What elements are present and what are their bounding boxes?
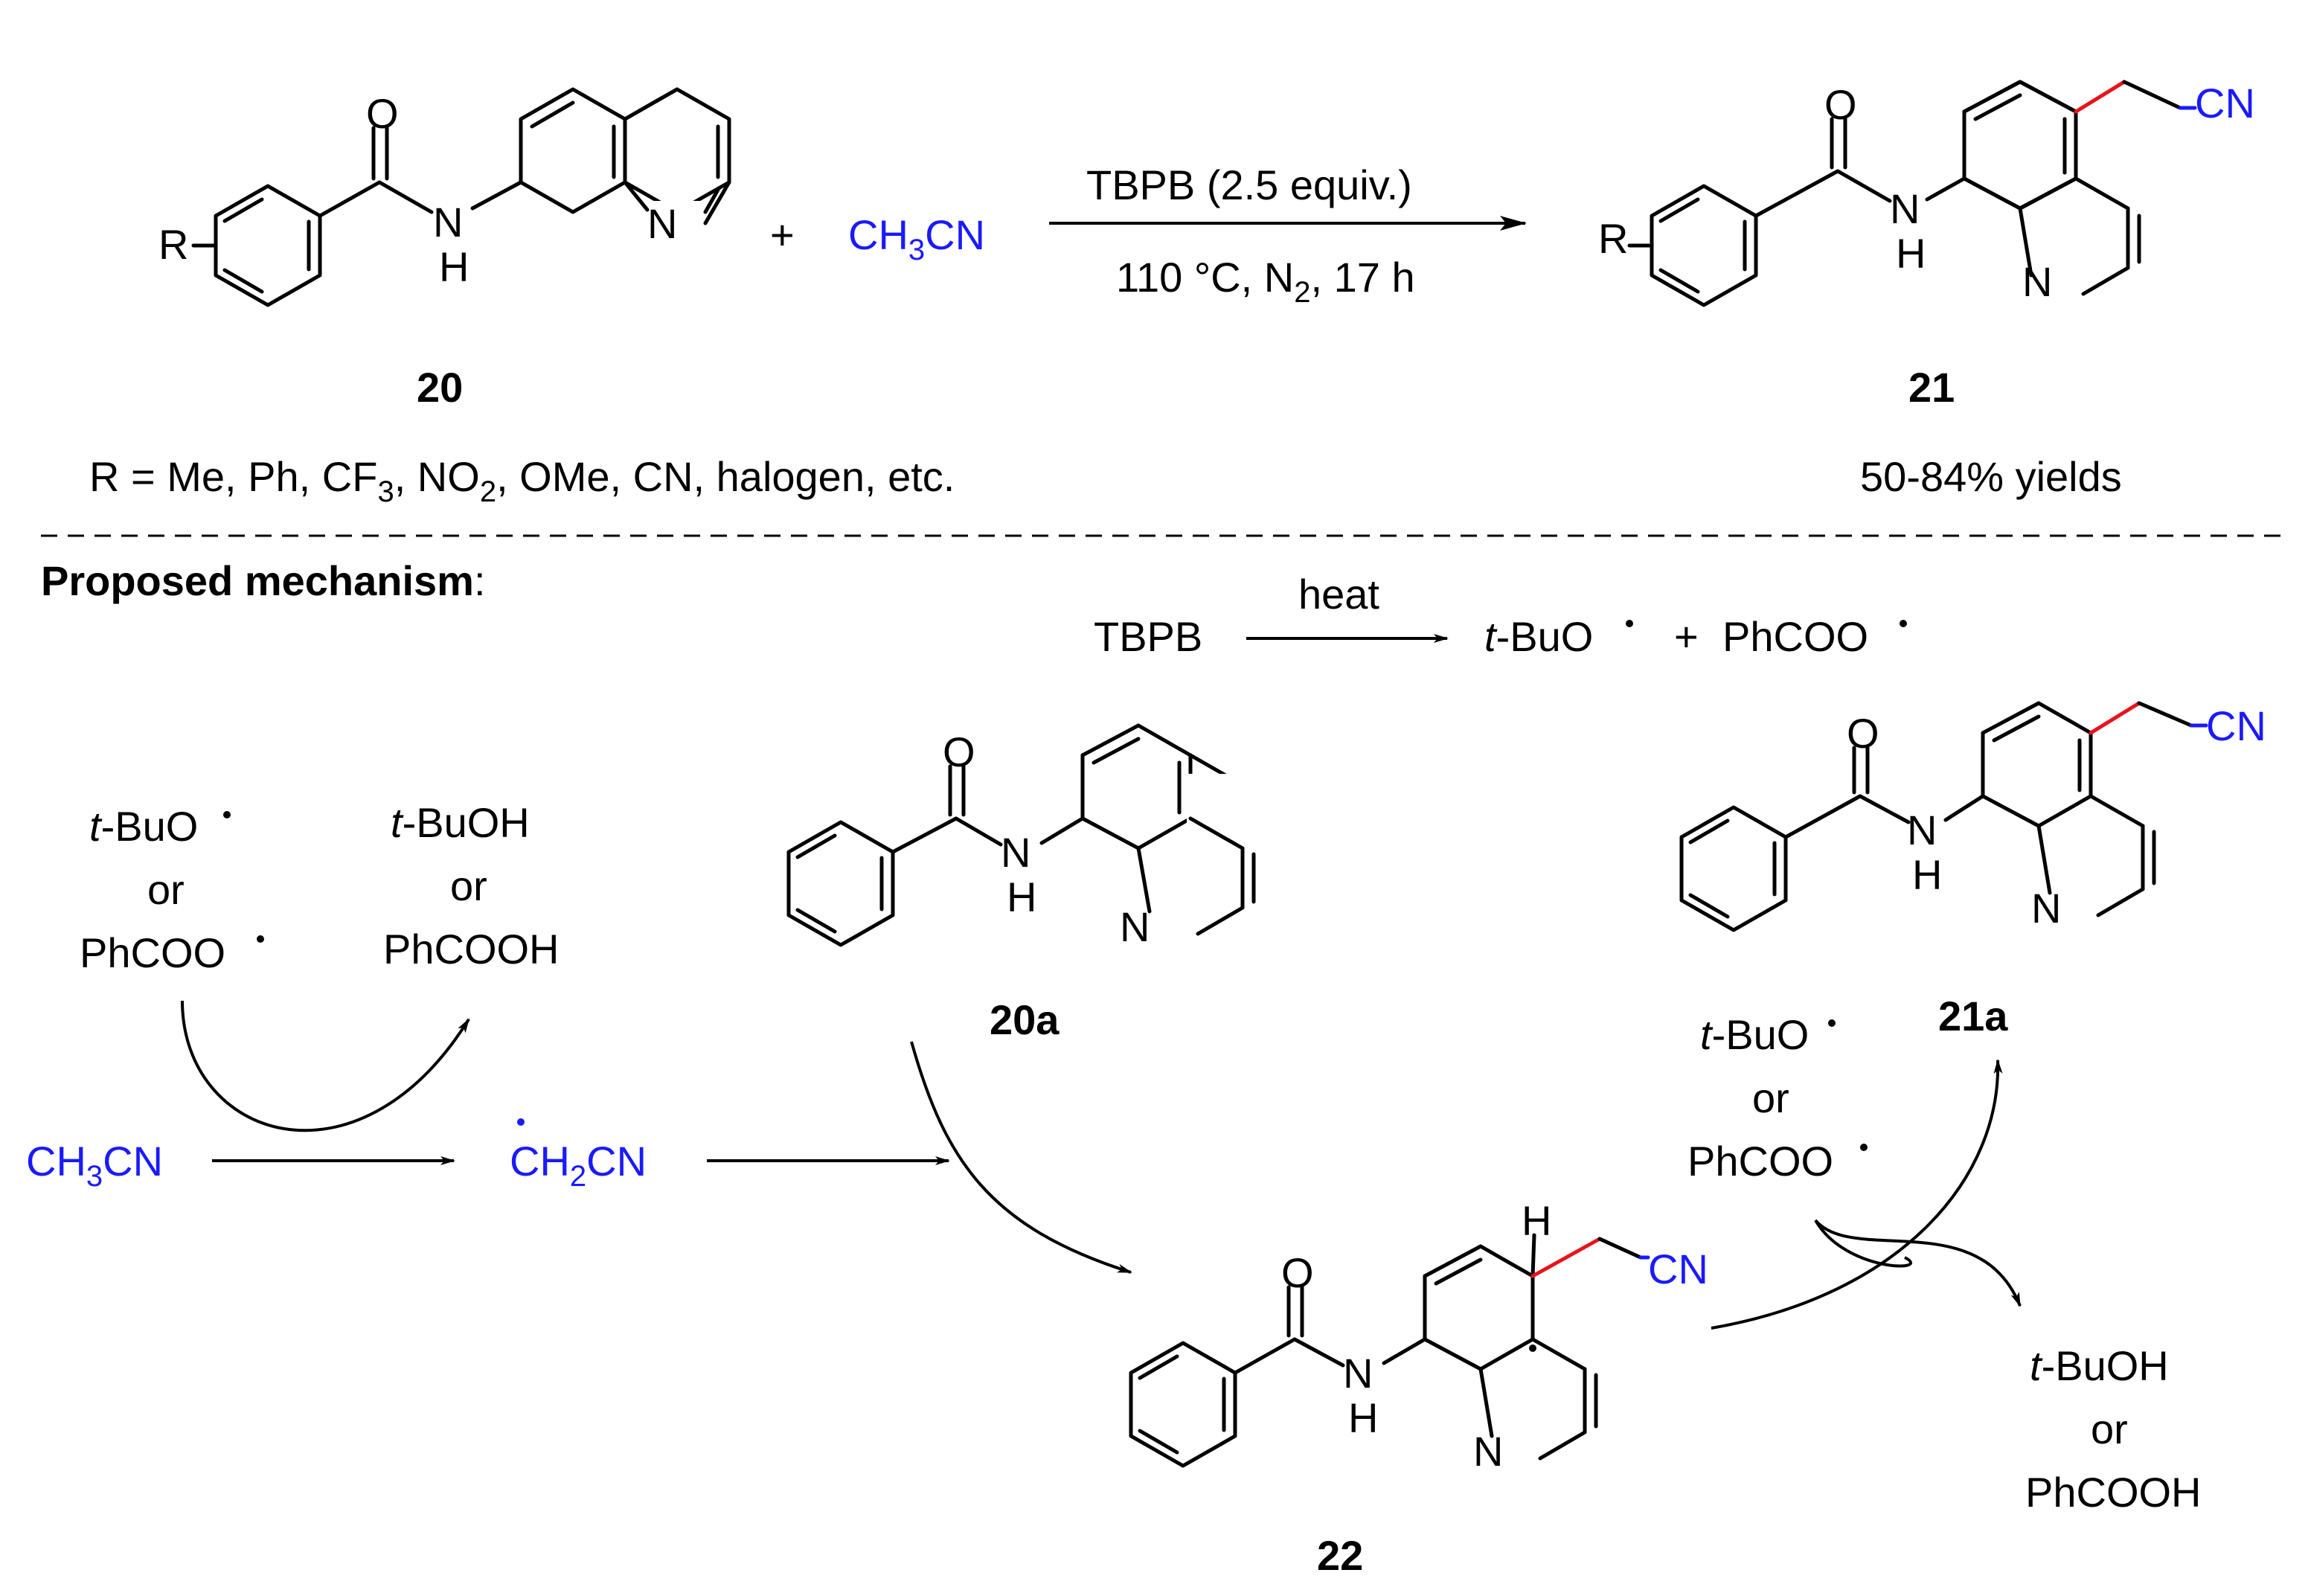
atom-N: N [647,200,677,247]
atom-N: N [1343,1350,1373,1397]
radical-dot [1828,1019,1836,1027]
radical-dot [1626,620,1633,627]
or-label: or [147,866,185,913]
compound-label-21: 21 [1908,364,1955,411]
radical-dot [1529,1345,1536,1352]
atom-N: N [1473,1428,1503,1475]
cycle-arrow [181,1000,470,1132]
compound-label-20a: 20a [990,996,1060,1043]
structure-20a [786,723,1256,947]
radical-dot [1900,620,1907,627]
benzoic-acid: PhCOOH [2025,1469,2202,1516]
atom-N: N [1890,185,1920,232]
radical-dot [257,935,264,943]
atom-O: O [366,90,399,137]
tert-butanol: t-BuOH [391,799,530,846]
cyano-group: CN [2195,80,2255,126]
atom-N: N [1001,829,1030,876]
mechanism-heading: Proposed mechanism: [41,557,486,604]
tert-butoxy-radical: t-BuO [89,803,198,850]
benzoyloxy-radical: PhCOO [1687,1138,1833,1185]
plus-sign: + [770,211,795,258]
addition-arrow [910,1041,1132,1274]
benzoic-acid: PhCOOH [383,926,560,972]
structure-21a [1679,701,2156,932]
structure-22 [1129,1233,1598,1468]
substituent-scope: R = Me, Ph, CF3, NO2, OMe, CN, halogen, … [89,453,955,508]
atom-H: H [1896,230,1926,277]
conditions-temperature: 110 °C, N2, 17 h [1116,254,1415,309]
radical-dot [1860,1144,1868,1151]
or-label: or [2091,1406,2128,1452]
or-label: or [1752,1074,1789,1121]
atom-O: O [1847,710,1879,757]
hat-arrow [1814,1220,1912,1268]
heat-label: heat [1298,571,1379,618]
compound-label-20: 20 [417,364,463,411]
cyano-group: CN [1648,1246,1708,1292]
yield-range: 50-84% yields [1860,453,2122,500]
reagent-acetonitrile: CH3CN [848,211,985,266]
atom-N: N [2022,258,2052,305]
atom-O: O [1281,1249,1314,1296]
atom-N: N [1907,807,1937,853]
atom-H: H [1348,1394,1378,1441]
hat-arrow [1814,1219,2022,1307]
atom-N: N [433,199,463,246]
atom-N: N [1120,903,1150,950]
atom-R: R [158,221,188,268]
acetonitrile: CH3CN [26,1138,163,1193]
benzoyloxy-radical: PhCOO [80,929,225,976]
atom-H: H [1007,874,1036,920]
tert-butanol: t-BuOH [2030,1342,2169,1389]
tert-butoxy-radical: t-BuO [1484,613,1593,660]
benzoyloxy-radical: PhCOO [1722,613,1868,660]
atom-O: O [1824,81,1857,128]
atom-N: N [2031,885,2061,932]
atom-H: H [439,243,469,290]
cyano-group: CN [2206,702,2266,749]
conditions-reagent: TBPB (2.5 equiv.) [1086,161,1412,208]
cyanomethyl-radical: CH2CN [510,1138,647,1193]
tert-butoxy-radical: t-BuO [1700,1011,1809,1058]
atom-H: H [1912,851,1942,898]
atom-O: O [943,728,975,775]
atom-H: H [1522,1197,1551,1244]
atom-R: R [1598,215,1628,262]
or-label: or [450,862,487,909]
compound-label-21a: 21a [1938,993,2008,1039]
radical-dot [517,1118,525,1126]
compound-label-22: 22 [1317,1532,1363,1579]
radical-dot [223,811,231,818]
initiator-tbpb: TBPB [1094,613,1202,660]
aromatization-arrow [1711,1059,2003,1330]
plus-sign: + [1674,613,1699,660]
